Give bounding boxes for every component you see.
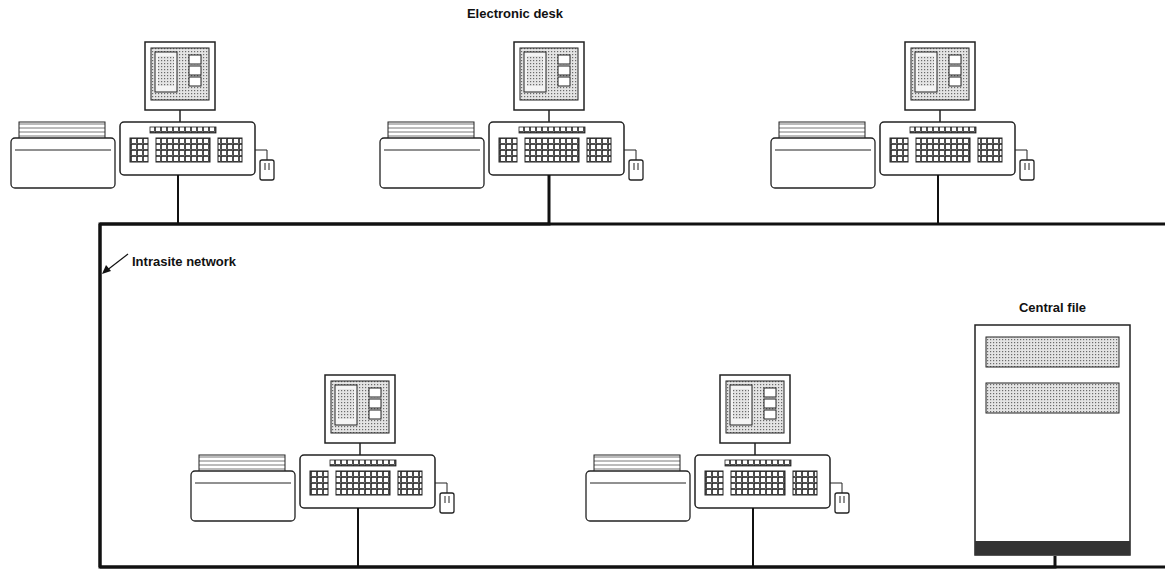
file-cabinet <box>975 325 1130 555</box>
leader-line <box>106 254 128 271</box>
workstation <box>586 375 849 521</box>
node-heading: Central file <box>1016 300 1089 316</box>
file-drawer <box>986 383 1119 413</box>
network-drop <box>937 175 939 224</box>
network-drop <box>357 508 359 567</box>
workstation-node: Electronic desk <box>380 4 650 175</box>
node-heading: Electronic desk <box>464 6 566 22</box>
file-node: Central file <box>975 298 1130 556</box>
network-connector <box>100 175 1055 567</box>
cabinet-base <box>975 541 1130 555</box>
file-drawer <box>986 337 1119 367</box>
workstation <box>11 42 274 188</box>
network-line <box>100 175 1055 567</box>
network-label: Intrasite network <box>130 254 238 270</box>
network-drop <box>177 175 179 224</box>
network-drop <box>752 508 754 567</box>
workstation <box>380 42 643 188</box>
leader-arrowhead <box>102 265 111 274</box>
workstation <box>771 42 1034 188</box>
workstation <box>191 375 454 521</box>
